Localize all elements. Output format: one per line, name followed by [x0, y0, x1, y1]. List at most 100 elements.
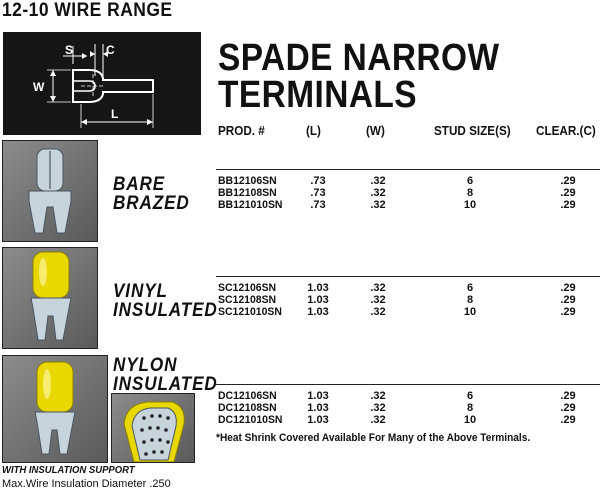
table-row: BB121010SN .73 .32 10 .29 [216, 200, 600, 211]
c-arrow-head-2 [103, 51, 108, 57]
vinyl-insulated-photo [2, 247, 98, 349]
cell-stud: 10 [463, 199, 477, 211]
cell-prod: BB12106SN [218, 175, 277, 187]
vinyl-insulated-spade-terminal-icon [30, 251, 72, 341]
column-header-w: (W) [366, 123, 385, 138]
group-label-vinyl-line2: INSULATED [113, 300, 218, 321]
cell-stud: 6 [466, 175, 474, 187]
cell-prod: BB12108SN [218, 187, 277, 199]
cell-clear: .29 [560, 294, 576, 306]
cell-w: .32 [370, 294, 386, 306]
nylon-insulated-spade-terminal-icon [34, 361, 76, 455]
cell-stud: 8 [466, 402, 474, 414]
insulation-diameter-note: Max.Wire Insulation Diameter .250 [2, 478, 171, 490]
cell-clear: .29 [560, 390, 576, 402]
table-row: SC12106SN 1.03 .32 6 .29 [216, 283, 600, 294]
cell-clear: .29 [560, 187, 576, 199]
cell-stud: 6 [466, 282, 474, 294]
wire-range-title: 12-10 WIRE RANGE [2, 0, 173, 21]
metal-sleeve [131, 407, 177, 461]
cell-w: .32 [370, 282, 386, 294]
cell-stud: 8 [466, 294, 474, 306]
cell-stud: 10 [463, 414, 477, 426]
column-header-l: (L) [306, 123, 321, 138]
cell-l: .73 [310, 199, 326, 211]
cell-w: .32 [370, 414, 386, 426]
table-row: BB12106SN .73 .32 6 .29 [216, 176, 600, 187]
footnote: *Heat Shrink Covered Available For Many … [216, 432, 531, 444]
group-label-bare-line1: BARE [113, 174, 166, 195]
cell-clear: .29 [560, 199, 576, 211]
column-header-stud: STUD SIZE(S) [434, 123, 511, 138]
cell-stud: 10 [463, 306, 477, 318]
spade-body [28, 190, 72, 234]
insulation-support-label: WITH INSULATION SUPPORT [2, 465, 135, 476]
cell-stud: 8 [466, 187, 474, 199]
l-arrow-right [147, 119, 153, 125]
l-arrow-left [81, 119, 87, 125]
cell-prod: SC12106SN [218, 282, 277, 294]
cell-prod: SC121010SN [218, 306, 282, 318]
support-dots [140, 414, 170, 456]
cell-clear: .29 [560, 414, 576, 426]
group-label-nylon: NYLON INSULATED [113, 356, 218, 394]
group-label-bare: BARE BRAZED [113, 175, 190, 213]
table-row: SC121010SN 1.03 .32 10 .29 [216, 307, 600, 318]
bare-brazed-spade-terminal-icon [28, 148, 72, 234]
cell-clear: .29 [560, 306, 576, 318]
cell-stud: 6 [466, 390, 474, 402]
table-row: SC12108SN 1.03 .32 8 .29 [216, 295, 600, 306]
table-row: BB12108SN .73 .32 8 .29 [216, 188, 600, 199]
group-label-nylon-line2: INSULATED [113, 374, 218, 395]
cell-l: 1.03 [307, 282, 329, 294]
sleeve-highlight [39, 258, 47, 286]
cell-prod: DC121010SN [218, 414, 283, 426]
label-s: S [65, 43, 73, 57]
cell-l: .73 [310, 175, 326, 187]
label-c: C [106, 43, 115, 57]
label-l: L [111, 107, 118, 121]
w-arrow-up [50, 70, 56, 76]
table-row: DC121010SN 1.03 .32 10 .29 [216, 415, 600, 426]
cell-l: 1.03 [307, 390, 329, 402]
group-label-bare-line2: BRAZED [113, 193, 190, 214]
cell-w: .32 [370, 187, 386, 199]
column-header-prod: PROD. # [218, 123, 265, 138]
table-row: DC12108SN 1.03 .32 8 .29 [216, 403, 600, 414]
nylon-insulated-photo [2, 355, 108, 463]
spade-body [30, 297, 72, 341]
spade-dimension-drawing: S C W L [33, 43, 154, 128]
spade-body [34, 411, 76, 455]
cell-l: 1.03 [307, 294, 329, 306]
column-header-clear: CLEAR.(C) [536, 123, 596, 138]
cell-w: .32 [370, 306, 386, 318]
cell-l: 1.03 [307, 402, 329, 414]
group-divider-bare [216, 169, 600, 170]
sleeve-highlight [43, 369, 51, 399]
table-row: DC12106SN 1.03 .32 6 .29 [216, 391, 600, 402]
s-arrow-head [82, 53, 87, 59]
cell-l: 1.03 [307, 414, 329, 426]
cell-l: .73 [310, 187, 326, 199]
insulation-support-cutaway-icon [123, 401, 185, 462]
label-w: W [33, 80, 45, 94]
cell-w: .32 [370, 199, 386, 211]
group-divider-nylon [216, 384, 600, 385]
cell-clear: .29 [560, 402, 576, 414]
title-line-1: SPADE NARROW [218, 37, 500, 79]
c-arrow-head-1 [90, 51, 95, 57]
insulation-sleeve [32, 251, 70, 299]
dimension-diagram: S C W L [3, 32, 201, 135]
group-label-vinyl: VINYL INSULATED [113, 282, 218, 320]
group-divider-vinyl [216, 276, 600, 277]
cell-clear: .29 [560, 282, 576, 294]
w-arrow-down [50, 96, 56, 102]
cell-prod: SC12108SN [218, 294, 277, 306]
insulation-sleeve [36, 361, 74, 413]
spade-outline [72, 69, 154, 103]
cell-prod: BB121010SN [218, 199, 283, 211]
bare-brazed-photo [2, 140, 98, 242]
page-title: SPADE NARROW TERMINALS [218, 37, 500, 114]
cell-clear: .29 [560, 175, 576, 187]
group-label-nylon-line1: NYLON [113, 355, 178, 376]
